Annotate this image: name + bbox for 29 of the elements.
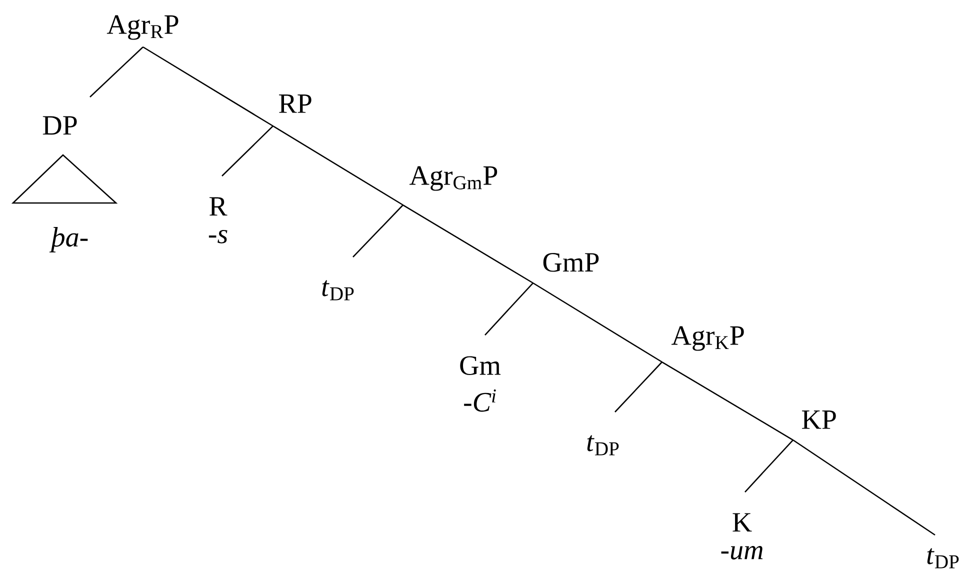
tree-branch — [222, 126, 274, 176]
tree-branch — [352, 204, 404, 258]
tree-branch — [662, 361, 794, 441]
category-label: t$_{DP}$ — [587, 435, 619, 456]
category-label: Gm — [460, 356, 501, 375]
tree-branch — [142, 46, 274, 127]
category-label: RP — [279, 94, 312, 113]
category-label: GmP — [543, 253, 599, 272]
tree-branch — [532, 282, 662, 363]
tree-branch — [90, 46, 144, 98]
morpheme-text: þa- — [49, 227, 88, 252]
category-label: K — [732, 513, 752, 532]
category-label: t$_{DP}$ — [927, 548, 959, 568]
morpheme-text: -um — [721, 546, 763, 560]
category-label: Agr$_{Gm}$P — [409, 166, 498, 191]
tree-branch — [744, 440, 794, 492]
category-label: DP — [42, 116, 77, 135]
tree-branch — [484, 282, 534, 336]
morpheme-text: -C$^{i}$ — [464, 389, 496, 412]
tree-branch — [402, 204, 534, 284]
morpheme-text: -s — [208, 230, 228, 244]
category-label: Agr$_{R}$P — [106, 15, 178, 40]
tree-branch — [614, 362, 662, 412]
category-label: KP — [802, 410, 836, 429]
tree-branch — [792, 439, 936, 536]
category-label: t$_{DP}$ — [322, 280, 354, 300]
category-label: Agr$_{K}$P — [671, 326, 744, 351]
category-label: R — [209, 197, 228, 216]
tree-branch — [272, 125, 404, 206]
